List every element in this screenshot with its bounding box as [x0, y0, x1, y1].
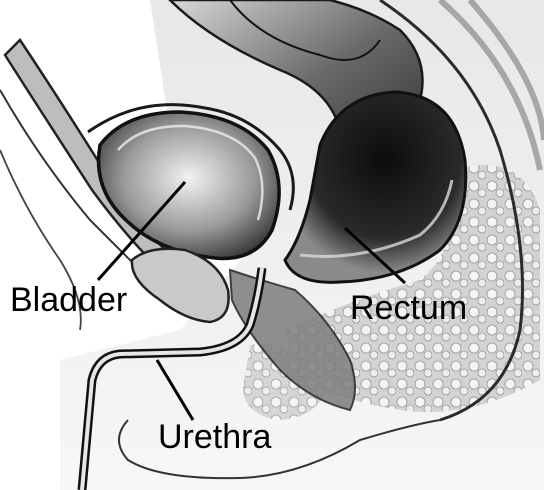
bladder-label: Bladder	[10, 283, 127, 317]
bladder-organ	[99, 112, 280, 258]
rectum-label: Rectum	[350, 291, 467, 325]
pubic-bone	[132, 249, 229, 322]
urethra-label: Urethra	[158, 420, 271, 454]
